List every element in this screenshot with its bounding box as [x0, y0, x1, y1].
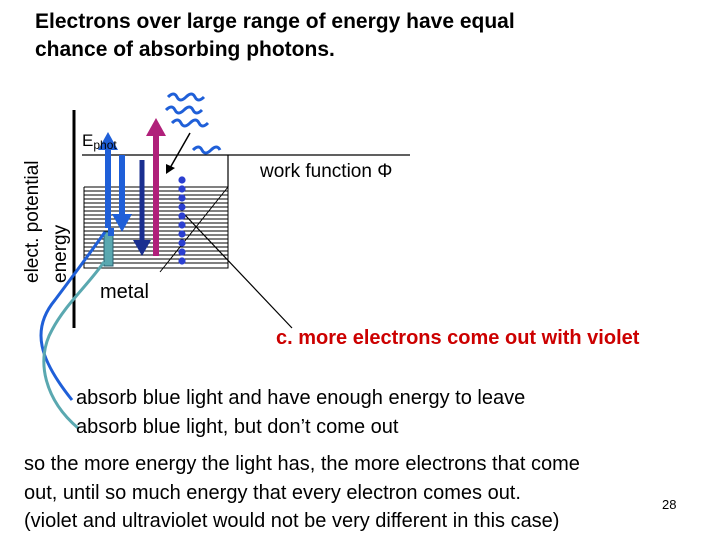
- photon-wave-4: [193, 147, 220, 153]
- photon-wave-3: [172, 120, 208, 126]
- dark-down-arrowhead: [133, 240, 151, 256]
- paragraph-line-3: (violet and ultraviolet would not be ver…: [24, 510, 559, 533]
- y-axis-label-outer: elect. potential: [22, 160, 44, 283]
- paragraph-line-2: out, until so much energy that every ele…: [24, 482, 521, 505]
- paragraph-line-1: so the more energy the light has, the mo…: [24, 453, 580, 476]
- answer-text: c. more electrons come out with violet: [276, 327, 639, 350]
- blue-electron-bar: [108, 228, 114, 236]
- work-function-label: work function Φ: [260, 161, 392, 183]
- page-number: 28: [662, 497, 676, 512]
- metal-label: metal: [100, 281, 149, 304]
- photon-arrow: [170, 133, 190, 168]
- photon-waves: [166, 94, 220, 153]
- photon-wave-2: [166, 107, 202, 113]
- teal-electron-bar: [104, 232, 113, 266]
- stay-description: absorb blue light, but don’t come out: [76, 416, 398, 439]
- violet-up-arrowhead: [146, 118, 166, 136]
- escape-description: absorb blue light and have enough energy…: [76, 387, 525, 410]
- photon-energy-symbol: E: [82, 131, 93, 150]
- photon-arrowhead: [166, 164, 175, 174]
- photon-energy-subscript: phot: [93, 138, 116, 152]
- y-axis-label-inner: energy: [50, 225, 72, 283]
- answer-pointer: [185, 215, 292, 328]
- electron-dot-column: [178, 176, 185, 264]
- photon-energy-label: Ephot: [82, 131, 117, 152]
- photon-wave-1: [168, 94, 204, 100]
